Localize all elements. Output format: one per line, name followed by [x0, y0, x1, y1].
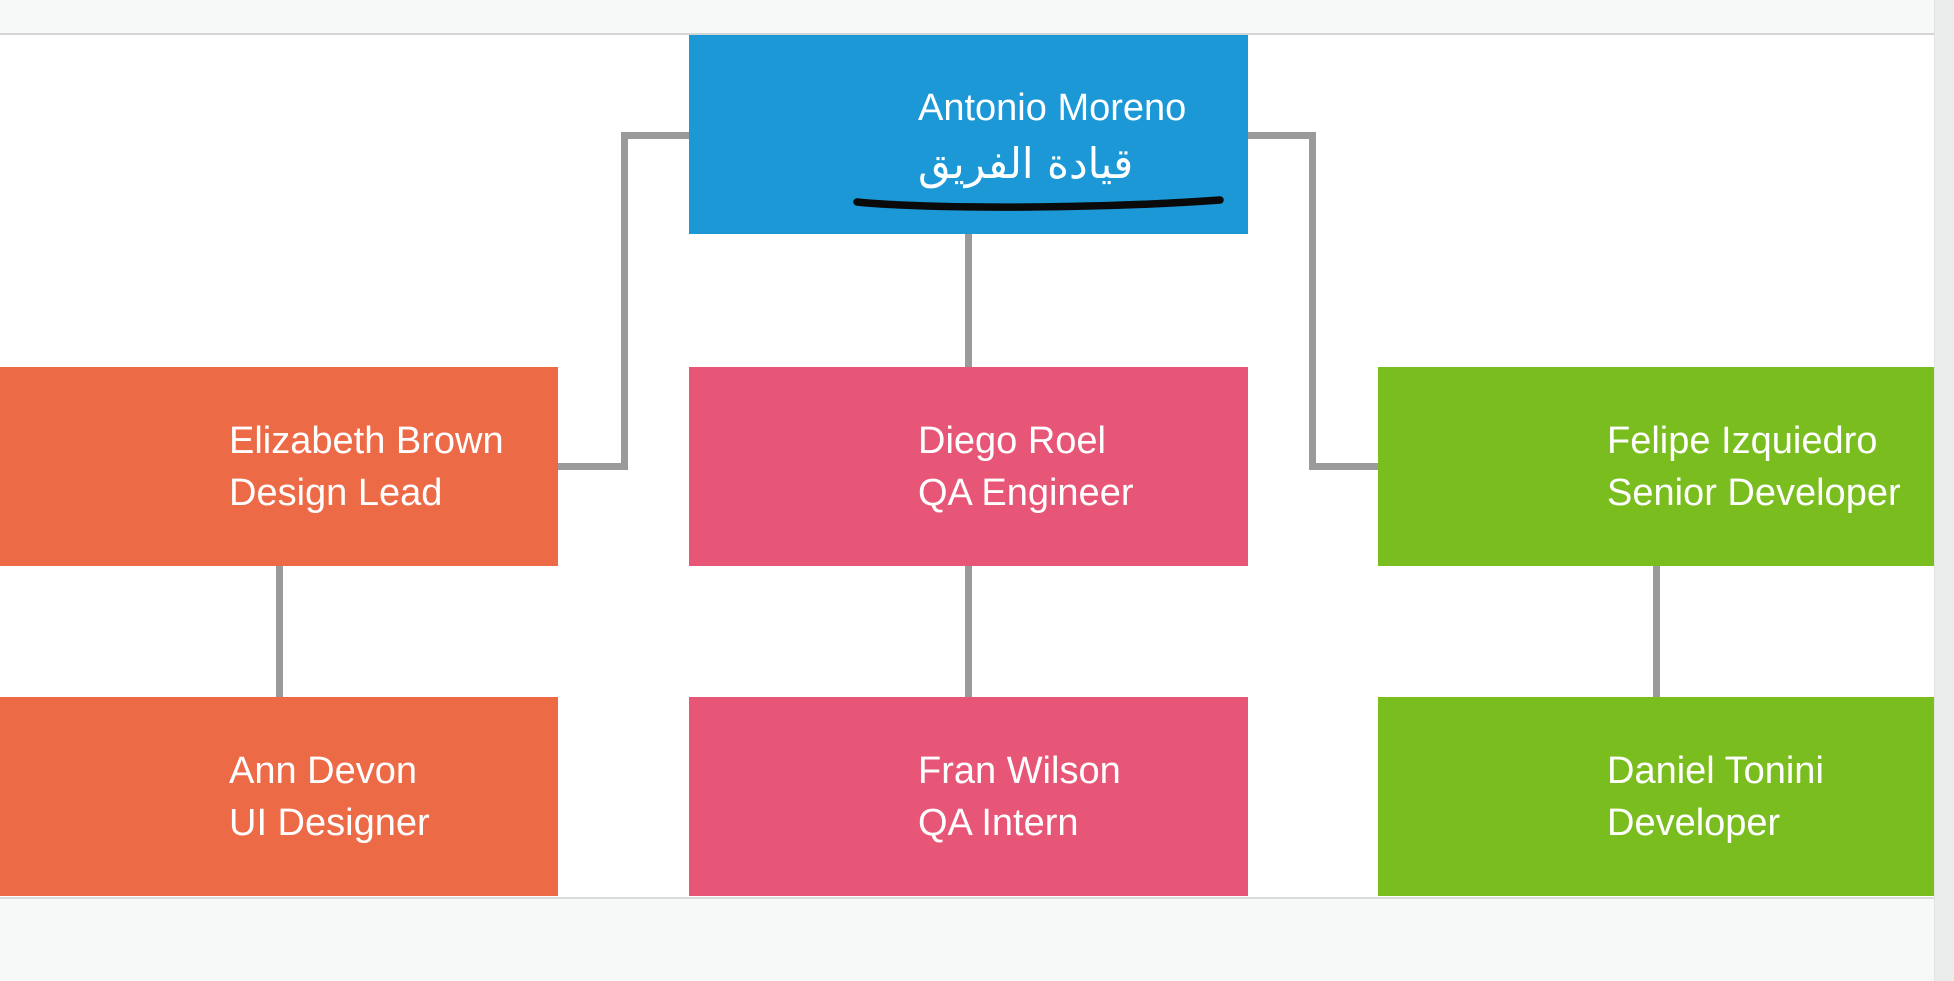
- node-title: Design Lead: [229, 471, 443, 514]
- node-title: UI Designer: [229, 801, 430, 844]
- node-title: QA Engineer: [918, 471, 1134, 514]
- connector-diego-fran: [965, 566, 972, 697]
- connector-root-elizabeth-vertical: [621, 132, 628, 470]
- node-name: Felipe Izquiedro: [1607, 419, 1878, 462]
- node-title: قيادة الفريق: [918, 138, 1134, 188]
- connector-felipe-daniel: [1653, 566, 1660, 697]
- top-chrome-band: [0, 0, 1954, 35]
- node-name: Antonio Moreno: [918, 86, 1187, 129]
- node-name: Ann Devon: [229, 749, 418, 792]
- node-title: Developer: [1607, 801, 1781, 844]
- org-node-diego-roel[interactable]: Diego Roel QA Engineer: [689, 367, 1248, 566]
- org-node-ann-devon[interactable]: Ann Devon UI Designer: [0, 697, 558, 896]
- node-name: Fran Wilson: [918, 749, 1121, 792]
- marker-underline-annotation: [853, 196, 1224, 211]
- connector-root-elizabeth-top: [621, 132, 689, 139]
- connector-root-diego: [965, 234, 972, 367]
- connector-root-elizabeth-bottom: [558, 463, 628, 470]
- org-node-felipe-izquiedro[interactable]: Felipe Izquiedro Senior Developer: [1378, 367, 1935, 566]
- connector-root-felipe-bottom: [1309, 463, 1378, 470]
- node-name: Daniel Tonini: [1607, 749, 1824, 792]
- org-node-daniel-tonini[interactable]: Daniel Tonini Developer: [1378, 697, 1935, 896]
- org-node-fran-wilson[interactable]: Fran Wilson QA Intern: [689, 697, 1248, 896]
- node-title: QA Intern: [918, 801, 1079, 844]
- node-name: Elizabeth Brown: [229, 419, 504, 462]
- node-name: Diego Roel: [918, 419, 1106, 462]
- marker-underline-stroke: [853, 196, 1224, 211]
- bottom-chrome-band: [0, 897, 1954, 981]
- vertical-scrollbar[interactable]: [1934, 0, 1954, 981]
- node-title: Senior Developer: [1607, 471, 1901, 514]
- connector-root-felipe-vertical: [1309, 132, 1316, 470]
- connector-elizabeth-ann: [276, 566, 283, 697]
- org-node-elizabeth-brown[interactable]: Elizabeth Brown Design Lead: [0, 367, 558, 566]
- connector-root-felipe-top: [1248, 132, 1316, 139]
